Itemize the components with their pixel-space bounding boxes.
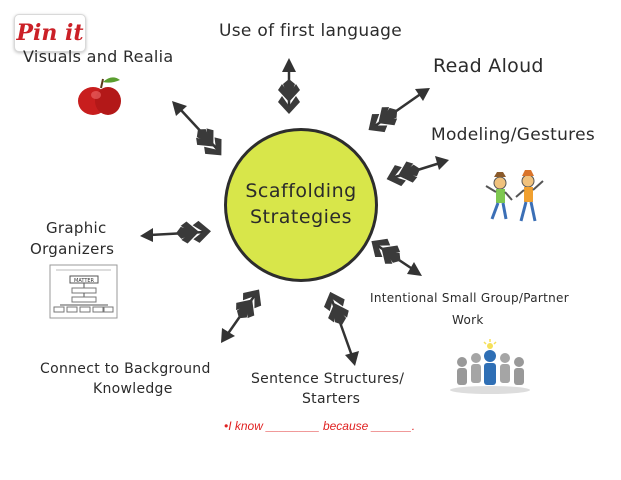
organizer-title: MATTER — [74, 278, 95, 284]
center-circle: Scaffolding Strategies — [224, 128, 378, 282]
label-visuals-realia: Visuals and Realia — [23, 47, 174, 66]
label-small-group: Intentional Small Group/Partner — [370, 291, 569, 305]
label-background-knowledge: Connect to Background — [40, 361, 211, 377]
group-leader-icon — [450, 339, 530, 394]
arrow-background-knowledge — [221, 283, 269, 343]
arrow-read-aloud — [362, 88, 430, 140]
label-sentence-starters: Starters — [302, 391, 361, 407]
arrow-modeling — [383, 156, 449, 190]
pin-it-button[interactable]: Pin it — [14, 14, 86, 52]
graphic-organizer-icon: MATTER — [49, 264, 118, 319]
pin-it-label: Pin it — [16, 20, 84, 46]
arrow-graphic-organizers — [140, 220, 212, 245]
label-small-group-line2: Work — [452, 313, 484, 327]
arrow-visuals-realia — [172, 101, 230, 163]
center-title-line2: Strategies — [249, 206, 353, 228]
label-modeling-gestures: Modeling/Gestures — [431, 125, 596, 145]
arrow-first-language — [278, 58, 300, 114]
center-title-line1: Scaffolding — [245, 180, 357, 203]
label-graphic: Graphic — [46, 219, 107, 237]
label-read-aloud: Read Aloud — [433, 55, 544, 77]
sentence-starter-example: •I know ________ because ______. — [224, 419, 416, 433]
label-background-knowledge-line2: Knowledge — [93, 381, 173, 397]
label-organizers: Organizers — [30, 240, 115, 258]
arrow-small-group — [365, 232, 422, 276]
label-sentence-structures: Sentence Structures/ — [251, 371, 405, 387]
apple-icon — [78, 77, 121, 115]
label-first-language: Use of first language — [219, 21, 403, 41]
people-gesturing-icon — [485, 170, 544, 222]
arrow-sentence-structures — [319, 288, 359, 366]
